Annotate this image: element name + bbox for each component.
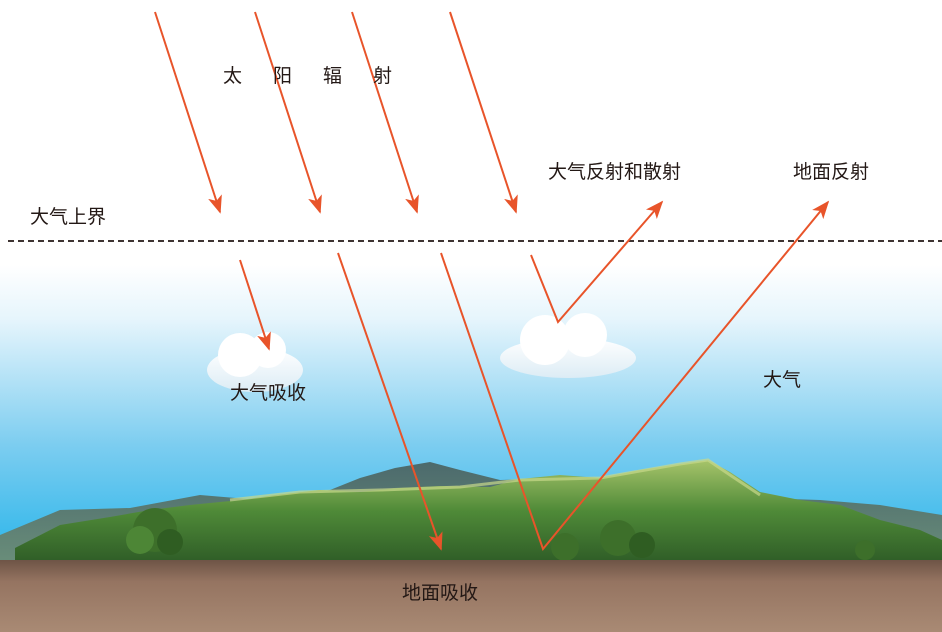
ray-1	[154, 11, 222, 214]
ground-reflection-arrow	[440, 200, 830, 552]
ground-absorption-arrow	[337, 252, 443, 551]
trees	[126, 508, 875, 561]
atmosphere-absorption-arrow	[239, 259, 271, 351]
atmosphere-absorption-label: 大气吸收	[230, 382, 307, 404]
incoming-rays	[154, 11, 518, 214]
atmosphere-reflection-label: 大气反射和散射	[548, 161, 682, 183]
mountain-ridge	[229, 458, 761, 502]
atmosphere-reflection-arrow	[530, 200, 664, 324]
ray-2	[254, 11, 322, 214]
atmosphere-top-label: 大气上界	[30, 206, 107, 228]
cloud-right	[500, 313, 636, 378]
solar-radiation-label: 太阳辐射	[223, 65, 424, 87]
atmosphere-label: 大气	[763, 369, 802, 391]
ground	[0, 560, 942, 632]
ground-reflection-label: 地面反射	[793, 161, 870, 183]
ray-4	[449, 11, 518, 214]
ground-absorption-label: 地面吸收	[402, 582, 479, 604]
ray-3	[351, 11, 419, 214]
green-mountain-range	[15, 460, 942, 562]
